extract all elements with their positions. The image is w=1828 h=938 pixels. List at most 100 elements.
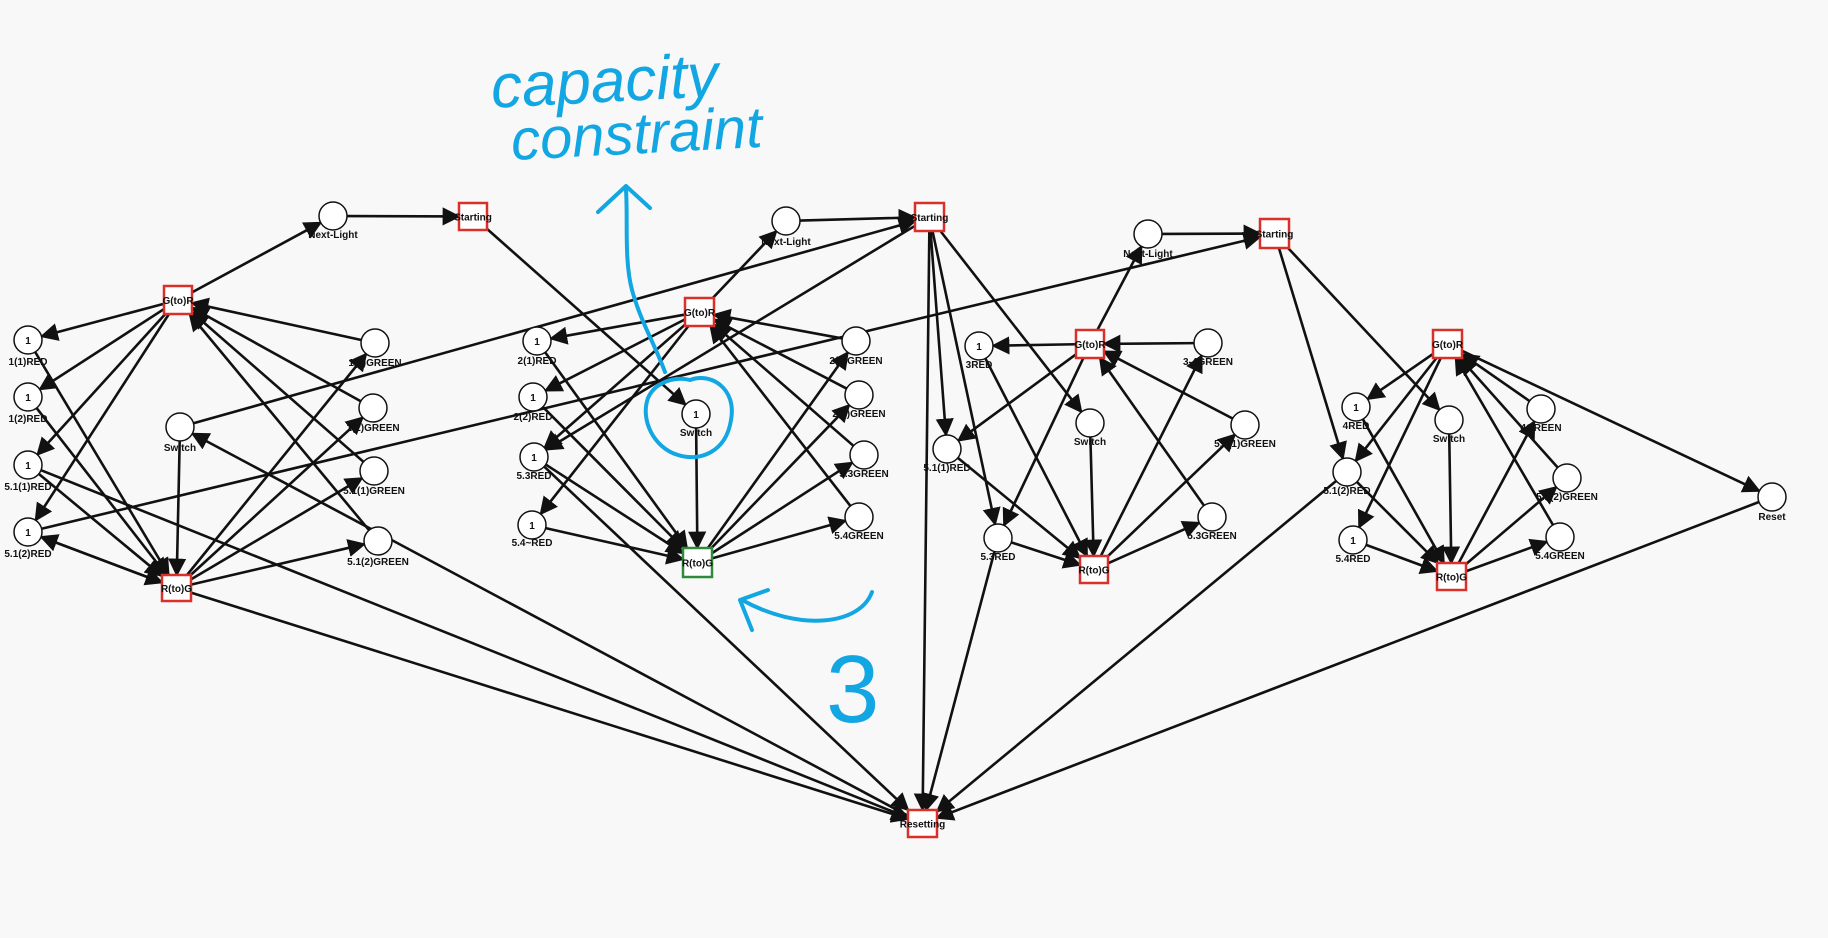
arc-p1r51-to-rg1 [37, 472, 164, 578]
arc-rg2-to-p2g1 [706, 350, 849, 549]
place-circle[interactable] [363, 526, 393, 556]
place-circle[interactable] [13, 325, 43, 355]
arc-rg1-to-p1g2 [189, 416, 365, 576]
place-sw1[interactable]: Switch [164, 412, 196, 454]
place-p4g54[interactable]: 5.4GREEN [1535, 522, 1585, 562]
transition-rg3[interactable]: R(to)G [1078, 554, 1110, 585]
transition-box[interactable] [1435, 561, 1468, 592]
place-p1g51[interactable]: 5.1(1)GREEN [343, 456, 405, 497]
place-p2r2[interactable]: 12(2)RED [514, 382, 553, 423]
transition-gr3[interactable]: G(to)R [1074, 328, 1106, 360]
place-circle[interactable] [849, 440, 879, 470]
place-circle[interactable] [13, 450, 43, 480]
place-circle[interactable] [844, 380, 874, 410]
transition-box[interactable] [683, 296, 716, 328]
place-nl1[interactable]: Next-Light [308, 201, 358, 241]
place-circle[interactable] [844, 502, 874, 532]
place-circle[interactable] [1133, 219, 1163, 249]
place-circle[interactable] [1230, 410, 1260, 440]
transition-rg1[interactable]: R(to)G [160, 573, 193, 603]
place-circle[interactable] [359, 456, 389, 486]
transition-box[interactable] [457, 201, 489, 232]
transition-gr4[interactable]: G(to)R [1431, 328, 1464, 360]
place-circle[interactable] [13, 382, 43, 412]
place-circle[interactable] [1075, 408, 1105, 438]
place-circle[interactable] [519, 442, 549, 472]
place-circle[interactable] [983, 523, 1013, 553]
place-p1r52[interactable]: 15.1(2)RED [4, 517, 52, 560]
transition-box[interactable] [913, 201, 946, 233]
place-sw4[interactable]: Switch [1433, 405, 1465, 445]
transition-rg2[interactable]: R(to)G [681, 546, 714, 579]
place-circle[interactable] [517, 510, 547, 540]
place-circle[interactable] [360, 328, 390, 358]
place-p2g53[interactable]: 5.3GREEN [839, 440, 889, 480]
place-p1g52[interactable]: 5.1(2)GREEN [347, 526, 409, 568]
place-circle[interactable] [1757, 482, 1787, 512]
place-p4r512[interactable]: 5.1(2)RED [1323, 457, 1371, 497]
place-circle[interactable] [932, 434, 962, 464]
transition-box[interactable] [1431, 328, 1464, 360]
place-p2r1[interactable]: 12(1)RED [518, 326, 557, 367]
transition-box[interactable] [160, 573, 193, 603]
place-circle[interactable] [1197, 502, 1227, 532]
place-circle[interactable] [964, 331, 994, 361]
place-circle[interactable] [1552, 463, 1582, 493]
place-p3r51[interactable]: 5.1(1)RED [923, 434, 971, 474]
transition-box[interactable] [1078, 554, 1110, 585]
place-p3g[interactable]: 3-4GREEN [1183, 328, 1233, 368]
place-circle[interactable] [518, 382, 548, 412]
transition-st1[interactable]: Starting [454, 201, 492, 232]
place-circle[interactable] [1338, 525, 1368, 555]
transition-box[interactable] [1258, 217, 1291, 250]
transition-box[interactable] [162, 284, 194, 316]
place-p1g2[interactable]: 1(2)GREEN [346, 393, 400, 434]
transition-rg4[interactable]: R(to)G [1435, 561, 1468, 592]
place-p2g1[interactable]: 2(1)GREEN [829, 326, 883, 367]
place-circle[interactable] [1545, 522, 1575, 552]
place-circle[interactable] [1434, 405, 1464, 435]
arc-p2g53-to-gr2 [712, 323, 855, 447]
place-circle[interactable] [522, 326, 552, 356]
place-circle[interactable] [681, 399, 711, 429]
transition-box[interactable] [681, 546, 714, 579]
transition-gr2[interactable]: G(to)R [683, 296, 716, 328]
transition-gr1[interactable]: G(to)R [162, 284, 194, 316]
transition-box[interactable] [906, 808, 939, 839]
place-circle[interactable] [165, 412, 195, 442]
place-p1g1[interactable]: 1(1)GREEN [348, 328, 402, 369]
place-p1r2[interactable]: 11(2)RED [9, 382, 48, 425]
transition-box[interactable] [1074, 328, 1106, 360]
place-circle[interactable] [841, 326, 871, 356]
place-nl2[interactable]: Next-Light [761, 206, 811, 248]
place-circle[interactable] [318, 201, 348, 231]
place-p4r54[interactable]: 15.4RED [1335, 525, 1371, 565]
place-p4g[interactable]: 4GREEN [1520, 394, 1562, 434]
place-p3r53[interactable]: 5.3RED [980, 523, 1016, 563]
place-p2g2[interactable]: 2(2)GREEN [832, 380, 886, 420]
place-sw3[interactable]: Switch [1074, 408, 1106, 448]
place-p1r51[interactable]: 15.1(1)RED [4, 450, 52, 493]
place-p2r53[interactable]: 15.3RED [516, 442, 552, 482]
place-circle[interactable] [1193, 328, 1223, 358]
place-circle[interactable] [358, 393, 388, 423]
place-p2r54[interactable]: 15.4~RED [512, 510, 553, 549]
place-circle[interactable] [13, 517, 43, 547]
place-p3g53[interactable]: 5.3GREEN [1187, 502, 1237, 542]
place-circle[interactable] [771, 206, 801, 236]
place-nl3[interactable]: Next-Light [1123, 219, 1173, 260]
place-circle[interactable] [1341, 392, 1371, 422]
transition-resetting[interactable]: Resetting [900, 808, 946, 839]
place-p4g512[interactable]: 5.1(2)GREEN [1536, 463, 1598, 503]
place-circle[interactable] [1526, 394, 1556, 424]
place-circle[interactable] [1332, 457, 1362, 487]
place-p2g54[interactable]: 5.4GREEN [834, 502, 884, 542]
place-p1r1[interactable]: 11(1)RED [9, 325, 48, 368]
transition-st2[interactable]: Starting [911, 201, 949, 233]
place-p3g51[interactable]: 5.1(1)GREEN [1214, 410, 1276, 450]
transition-st3[interactable]: Starting [1256, 217, 1294, 250]
place-reset[interactable]: Reset [1757, 482, 1787, 523]
